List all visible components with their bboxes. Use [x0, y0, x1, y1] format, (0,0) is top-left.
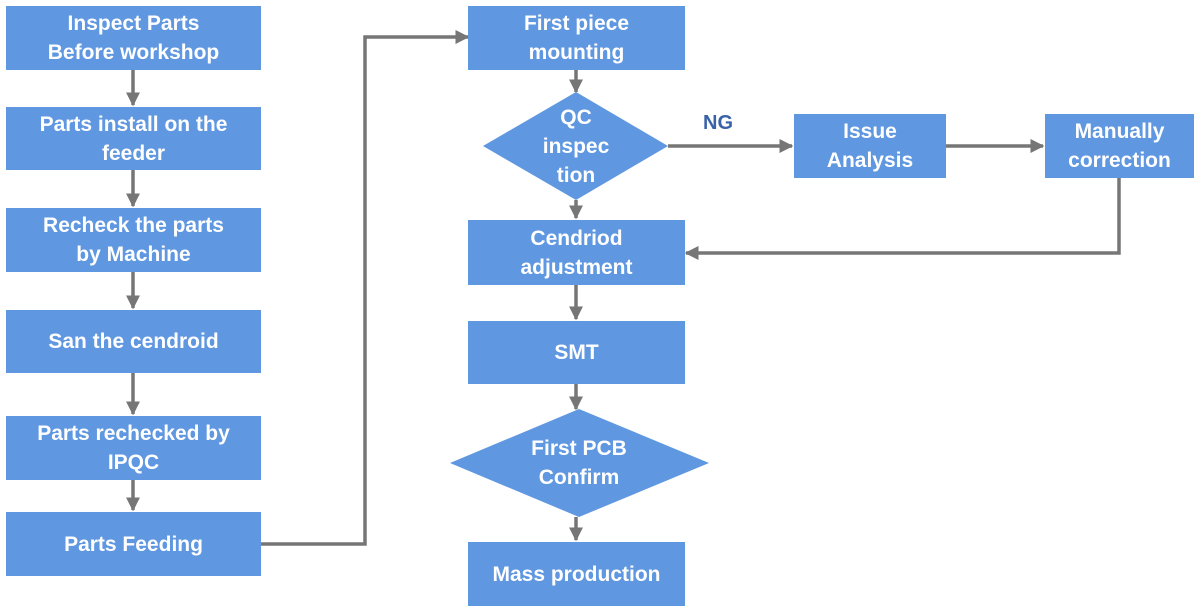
qc-inspection-diamond: [483, 92, 668, 200]
node-manual-correction: Manually correction: [1045, 114, 1194, 178]
node-label: Parts install on the feeder: [39, 112, 228, 165]
node-first-piece: First piece mounting: [468, 6, 685, 70]
node-cendriod-adjustment: Cendriod adjustment: [468, 220, 685, 285]
first-pcb-diamond: [450, 409, 709, 517]
edge-feeding-to-first-piece: [261, 30, 470, 546]
node-label: Parts rechecked by IPQC: [37, 422, 230, 474]
ng-label: NG: [703, 112, 733, 134]
node-mass-production: Mass production: [468, 542, 685, 606]
first-pcb-label: First PCB Confirm: [531, 437, 627, 489]
node-recheck-machine: Recheck the parts by Machine: [6, 208, 261, 272]
node-label: Cendriod adjustment: [520, 226, 633, 279]
node-install-feeder: Parts install on the feeder: [6, 107, 261, 170]
node-smt: SMT: [468, 321, 685, 384]
node-inspect-parts: Inspect Parts Before workshop: [6, 6, 261, 70]
node-label: SMT: [554, 341, 599, 364]
qc-inspection-label: QC inspec tion: [542, 105, 610, 187]
edge-manual-to-adjustment: [684, 178, 1121, 260]
node-label: First piece mounting: [523, 12, 630, 64]
node-parts-feeding: Parts Feeding: [6, 512, 261, 576]
node-label: Parts Feeding: [64, 532, 203, 556]
node-issue-analysis: Issue Analysis: [794, 114, 946, 178]
node-label: Mass production: [492, 562, 661, 586]
node-scan-cendroid: San the cendroid: [6, 310, 261, 373]
node-label: San the cendroid: [48, 330, 219, 353]
node-label: Issue Analysis: [826, 120, 914, 172]
node-label: Inspect Parts Before workshop: [47, 12, 220, 64]
node-label: Manually correction: [1068, 120, 1171, 172]
node-label: Recheck the parts by Machine: [43, 214, 224, 266]
node-recheck-ipqc: Parts rechecked by IPQC: [6, 416, 261, 480]
